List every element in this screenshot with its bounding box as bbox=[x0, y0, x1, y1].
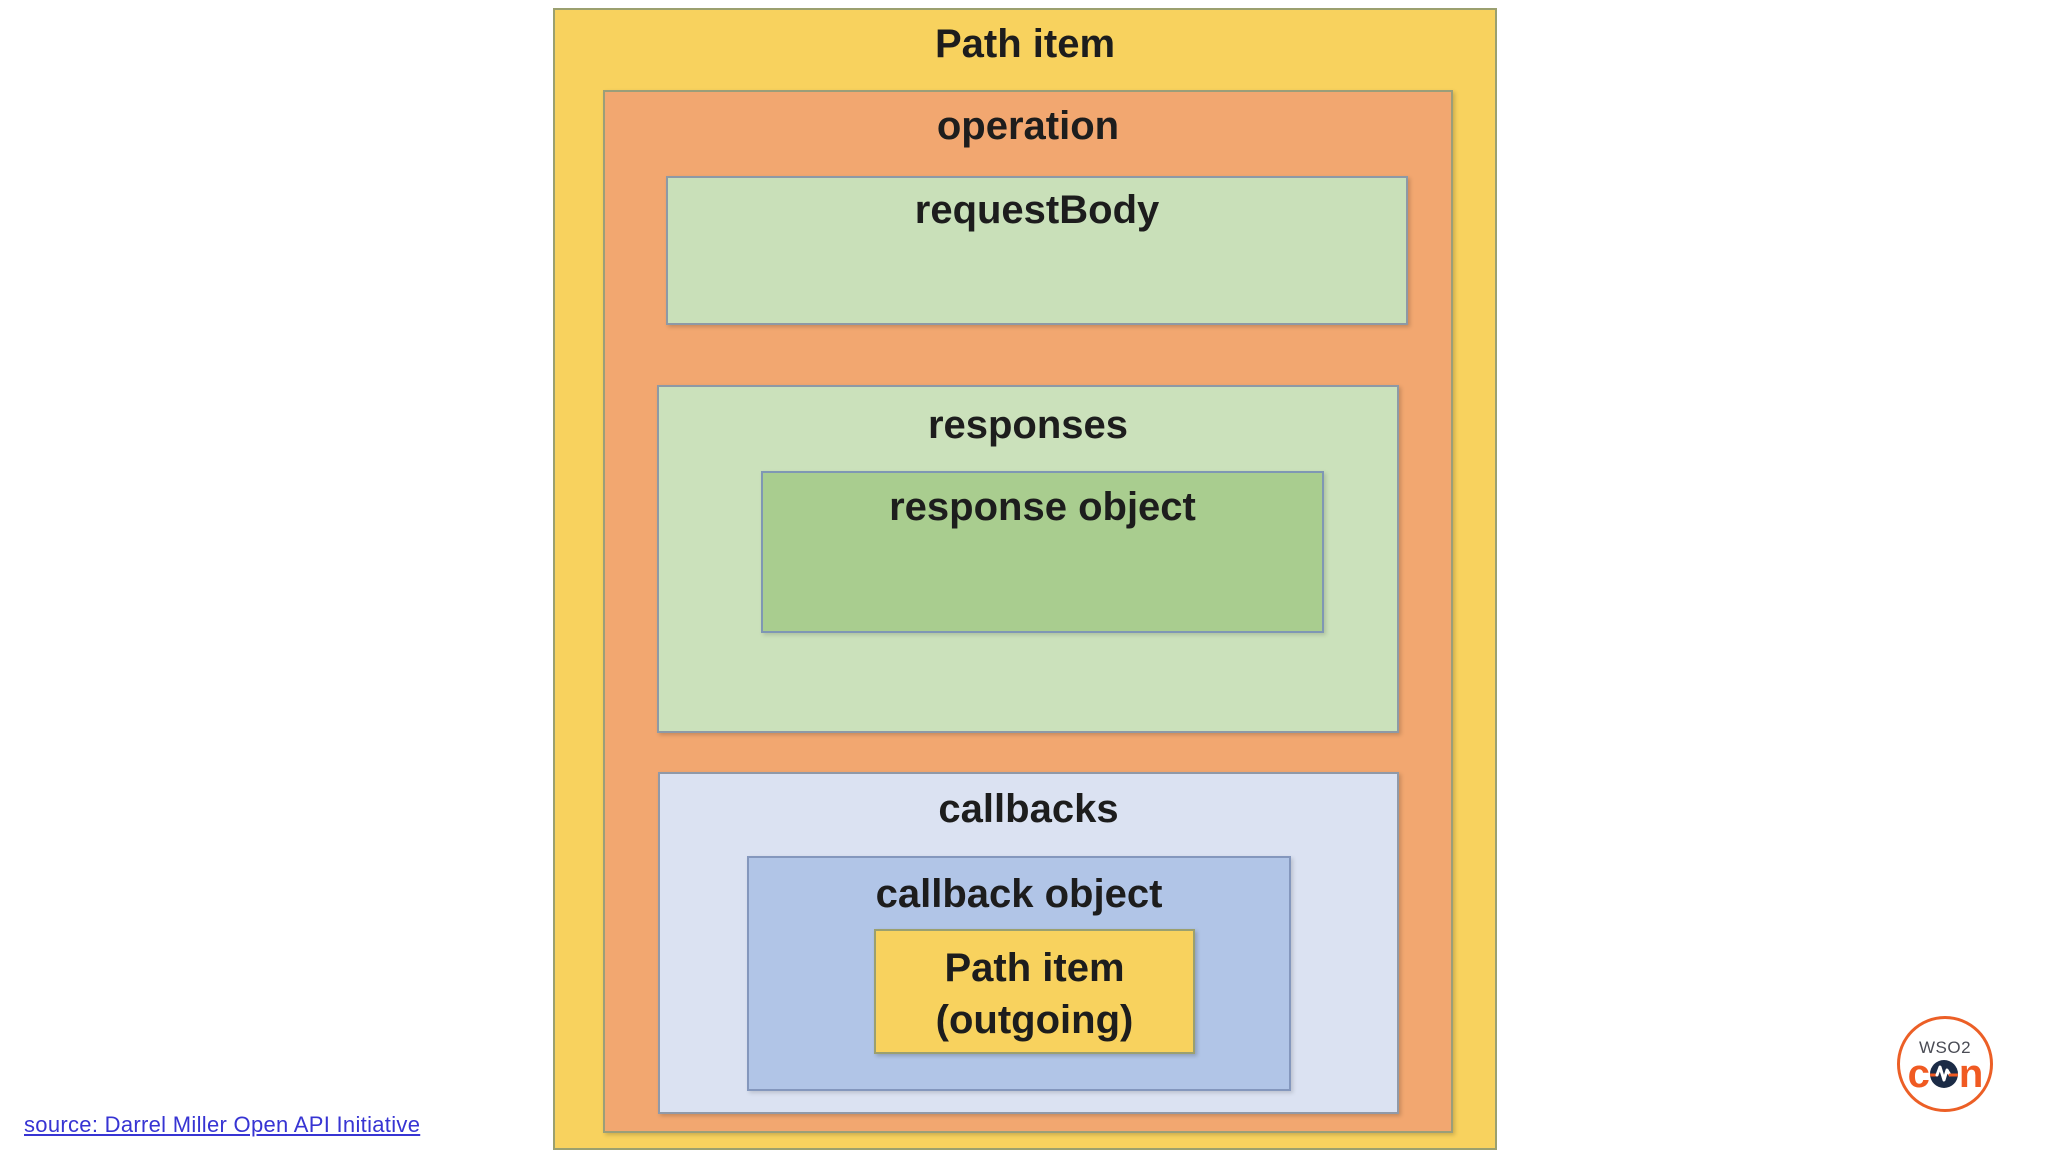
operation-box: operation requestBody responses response… bbox=[603, 90, 1453, 1133]
callbacks-label: callbacks bbox=[938, 787, 1119, 831]
response-object-box: response object bbox=[761, 471, 1324, 633]
responses-box: responses response object bbox=[657, 385, 1399, 733]
path-item-outgoing-line2: (outgoing) bbox=[935, 998, 1134, 1042]
path-item-box: Path item operation requestBody response… bbox=[553, 8, 1497, 1150]
wso2-con-logo: WSO2 c n bbox=[1897, 1016, 1993, 1112]
path-item-outgoing-box: Path item (outgoing) bbox=[874, 929, 1195, 1054]
response-object-label: response object bbox=[889, 485, 1196, 529]
request-body-box: requestBody bbox=[666, 176, 1408, 325]
path-item-outgoing-label: Path item (outgoing) bbox=[876, 931, 1193, 1046]
operation-label: operation bbox=[936, 104, 1120, 148]
callback-object-label: callback object bbox=[875, 872, 1163, 916]
responses-label: responses bbox=[927, 403, 1129, 447]
request-body-label: requestBody bbox=[914, 188, 1160, 232]
wso2-con-word: c n bbox=[1907, 1051, 1984, 1096]
path-item-outgoing-line1: Path item bbox=[944, 946, 1125, 990]
callbacks-box: callbacks callback object Path item (out… bbox=[658, 772, 1399, 1114]
path-item-label: Path item bbox=[934, 22, 1116, 66]
heartbeat-pulse-icon bbox=[1929, 1059, 1958, 1088]
source-attribution-link[interactable]: source: Darrel Miller Open API Initiativ… bbox=[24, 1112, 421, 1137]
con-letter-c: c bbox=[1907, 1051, 1930, 1096]
wso2-logo-brand-text: WSO2 bbox=[1918, 1037, 1972, 1057]
callback-object-box: callback object Path item (outgoing) bbox=[747, 856, 1291, 1091]
con-letter-n: n bbox=[1958, 1051, 1983, 1096]
